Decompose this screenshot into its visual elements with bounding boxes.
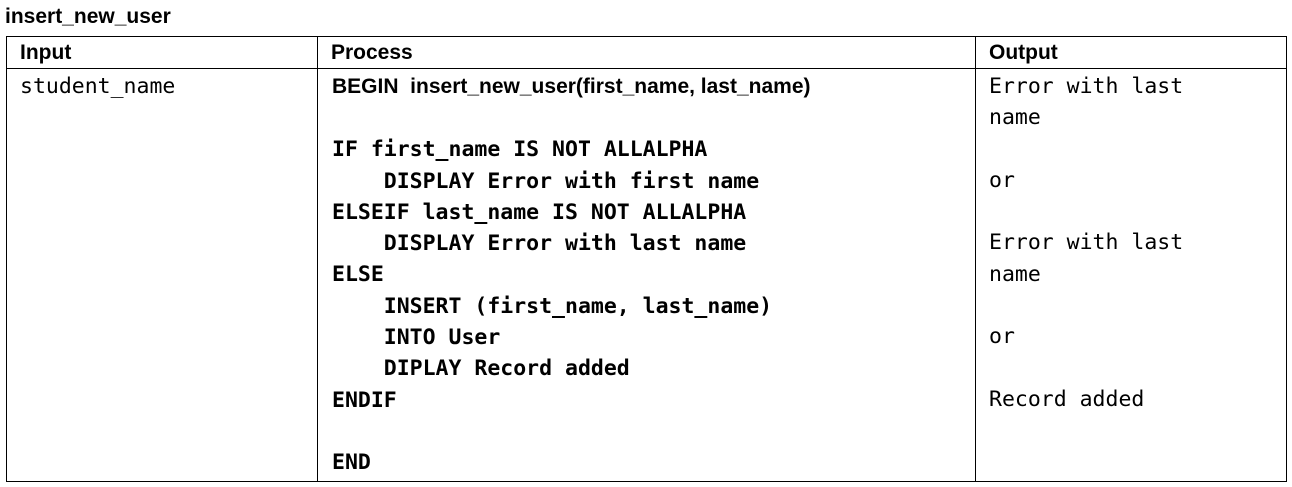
output-header: Output — [975, 36, 1287, 69]
process-header: Process — [317, 36, 976, 69]
process-line: INTO User — [332, 325, 501, 351]
process-line: ELSEIF last_name IS NOT ALLALPHA — [332, 199, 747, 225]
process-line: DISPLAY Error with first name — [332, 168, 760, 194]
output-line: or — [989, 167, 1015, 193]
process-begin-line: BEGIN insert_new_user(first_name, last_n… — [332, 75, 811, 98]
output-line: Error with last — [989, 230, 1184, 256]
process-line: END — [332, 450, 371, 476]
page-title: insert_new_user — [5, 5, 171, 28]
input-header: Input — [6, 36, 318, 69]
output-line — [989, 134, 1280, 165]
process-line: IF first_name IS NOT ALLALPHA — [332, 137, 708, 163]
input-cell: student_name — [6, 68, 318, 482]
body-row: student_name BEGIN insert_new_user(first… — [6, 68, 1287, 482]
output-line: or — [989, 324, 1015, 350]
process-line: DIPLAY Record added — [332, 356, 630, 382]
process-line: ELSE — [332, 262, 384, 288]
output-line — [989, 196, 1280, 227]
process-line: DISPLAY Error with last name — [332, 231, 747, 257]
input-value: student_name — [20, 74, 176, 99]
process-line: INSERT (first_name, last_name) — [332, 293, 773, 319]
output-line: name — [989, 261, 1041, 287]
output-line: Record added — [989, 386, 1145, 412]
process-line: ENDIF — [332, 387, 397, 413]
ipo-table: Input Process Output student_name BEGIN … — [6, 36, 1287, 482]
header-row: Input Process Output — [6, 36, 1287, 69]
output-line: name — [989, 105, 1041, 131]
process-line — [332, 416, 975, 447]
process-line — [332, 103, 975, 134]
output-line — [989, 353, 1280, 384]
process-cell: BEGIN insert_new_user(first_name, last_n… — [317, 68, 976, 482]
output-cell: Error with last name or Error with last … — [975, 68, 1287, 482]
output-line — [989, 290, 1280, 321]
output-line: Error with last — [989, 74, 1184, 99]
